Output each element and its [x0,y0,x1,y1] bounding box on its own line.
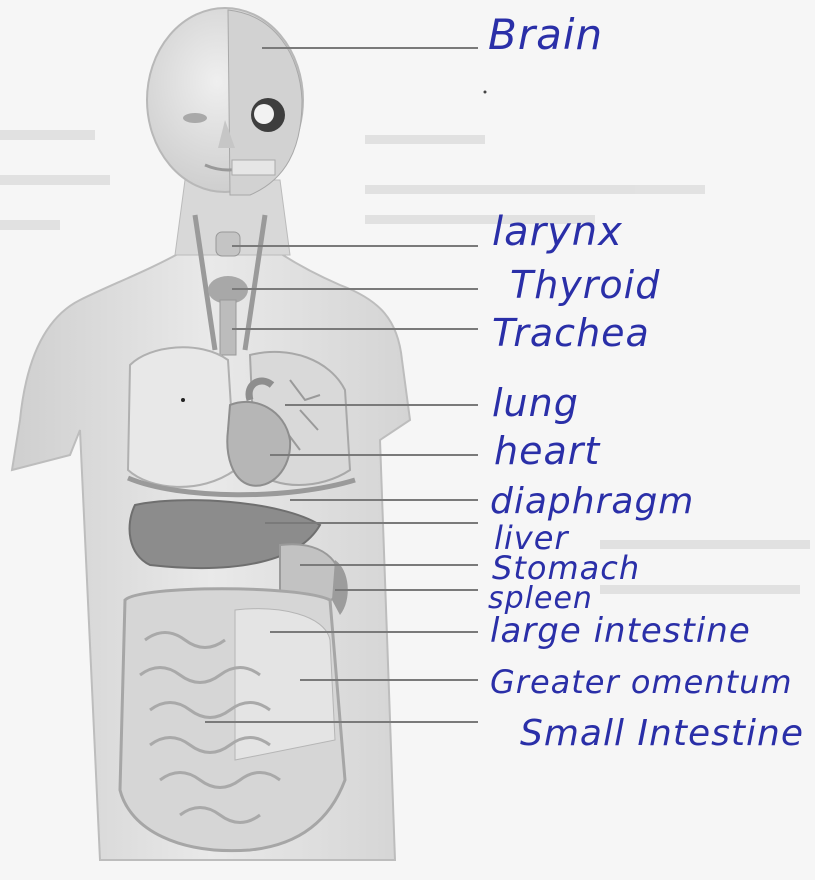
left-lung [128,347,235,487]
label-large-intestine: large intestine [490,614,751,648]
label-thyroid: Thyroid [510,266,660,304]
label-greater-omentum: Greater omentum [490,666,793,698]
label-diaphragm: diaphragm [490,484,694,520]
label-larynx: larynx [492,212,623,252]
eyeball [254,104,274,124]
stray-dot-2 [484,91,487,94]
stray-dot [181,398,185,402]
label-brain: Brain [488,14,603,56]
left-eye [183,113,207,123]
label-small-intestine: Small Intestine [520,716,804,752]
trachea-tube [220,300,236,355]
label-lung: lung [492,384,579,422]
label-stomach: Stomach [492,552,640,584]
larynx-box [216,232,240,256]
label-trachea: Trachea [492,314,650,352]
label-heart: heart [494,432,600,470]
label-spleen: spleen [488,584,593,614]
teeth [232,160,275,175]
